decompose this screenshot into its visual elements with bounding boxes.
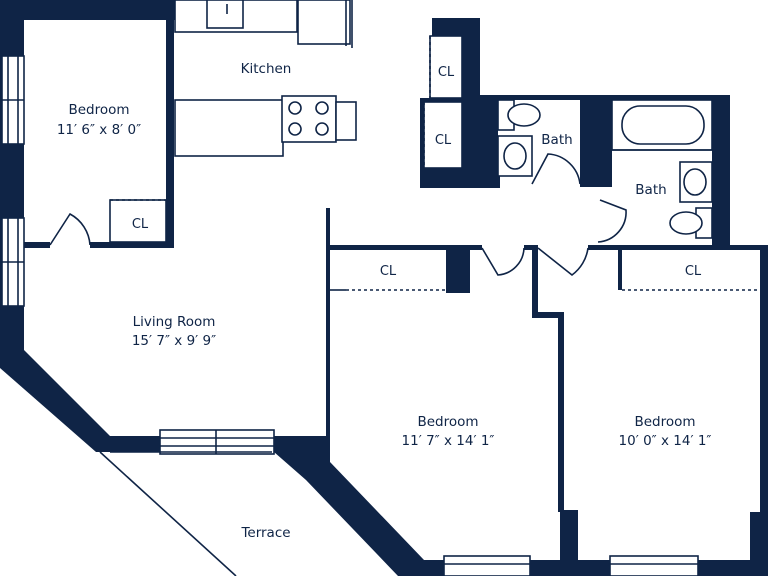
labels: Bedroom 11′ 6″ x 8′ 0″ Kitchen Living Ro… <box>57 61 712 541</box>
room-dims-living-room: 15′ 7″ x 9′ 9″ <box>132 333 216 349</box>
stove-icon <box>281 95 337 143</box>
wall-bedroom-divider <box>558 312 564 512</box>
room-name-kitchen: Kitchen <box>241 61 292 77</box>
refrigerator-icon <box>297 0 351 45</box>
wall-bedroom-right <box>166 18 174 248</box>
wall-bedroom-mid-block <box>446 245 470 293</box>
room-dims-bedroom-right: 10′ 0″ x 14′ 1″ <box>619 433 712 449</box>
room-name-living-room: Living Room <box>133 314 216 330</box>
room-name-bath-right: Bath <box>635 182 666 198</box>
wall-bath-left <box>478 95 498 187</box>
door-bedroom-middle <box>481 247 525 276</box>
toilet-icon-left <box>507 103 541 127</box>
closet-label-hall-lower: CL <box>435 133 452 148</box>
wall-closet-divider <box>424 98 464 102</box>
window-bedroom-middle <box>443 555 531 576</box>
room-dims-bedroom-top-left: 11′ 6″ x 8′ 0″ <box>57 122 141 138</box>
wall-bedroom-bottom-left <box>24 242 50 248</box>
room-name-bedroom-middle: Bedroom <box>417 414 478 430</box>
wall-bedroom-divider-upper <box>532 250 538 316</box>
terrace <box>99 451 272 576</box>
wall-hall-stub <box>524 245 538 250</box>
wall-bedroom-mid-top <box>330 245 482 250</box>
window-bedroom-right <box>609 555 699 576</box>
windows <box>1 55 699 576</box>
wall-bath-divider <box>580 95 612 187</box>
room-name-bedroom-top-left: Bedroom <box>68 102 129 118</box>
closet-label-bedroom-top-left: CL <box>132 217 149 232</box>
wall-closet-right-left <box>618 250 622 290</box>
window-terrace-door <box>159 429 275 455</box>
wall-top-left <box>0 0 175 20</box>
closet-label-bedroom-middle: CL <box>380 264 397 279</box>
wall-bedroom-divider-step <box>532 312 564 318</box>
sink-icon-left <box>497 135 533 177</box>
room-name-terrace: Terrace <box>240 525 290 541</box>
wall-kitchen-corner <box>154 0 174 20</box>
closet-label-hall-upper: CL <box>438 65 455 80</box>
door-bath-left <box>531 153 581 185</box>
kitchen-island <box>174 99 284 157</box>
closet-bedroom-top-left-outline <box>109 199 167 243</box>
bath-fixtures <box>497 99 713 239</box>
toilet-icon-right <box>669 211 703 235</box>
kitchen-sink-icon <box>206 0 244 29</box>
wall-bath-right <box>712 95 730 247</box>
doors <box>49 153 627 277</box>
wall-diagonal-left <box>0 350 110 452</box>
wall-bottom-divider <box>560 510 578 576</box>
door-bedroom-top-left <box>49 212 91 246</box>
wall-bedroom-right-top <box>588 245 768 250</box>
wall-bottom-right <box>750 512 768 576</box>
room-name-bedroom-right: Bedroom <box>634 414 695 430</box>
room-dims-bedroom-middle: 11′ 7″ x 14′ 1″ <box>402 433 495 449</box>
room-name-bath-left: Bath <box>541 132 572 148</box>
wall-hall-right <box>462 18 480 188</box>
kitchen-fixtures <box>174 0 357 157</box>
door-bedroom-right <box>537 247 589 277</box>
closet-label-bedroom-right: CL <box>685 264 702 279</box>
wall-diagonal-middle <box>274 436 424 576</box>
door-bath-right <box>597 199 627 243</box>
bathtub-icon <box>611 99 713 151</box>
wall-right <box>760 245 768 515</box>
terrace-edge <box>99 451 237 576</box>
wall-bedroom-bottom <box>90 242 174 248</box>
dishwasher-icon <box>335 101 357 141</box>
closet-outlines <box>109 35 760 291</box>
wall-living-bottom-left <box>96 436 162 452</box>
wall-closet-left <box>420 98 424 188</box>
wall-living-right <box>326 208 330 438</box>
